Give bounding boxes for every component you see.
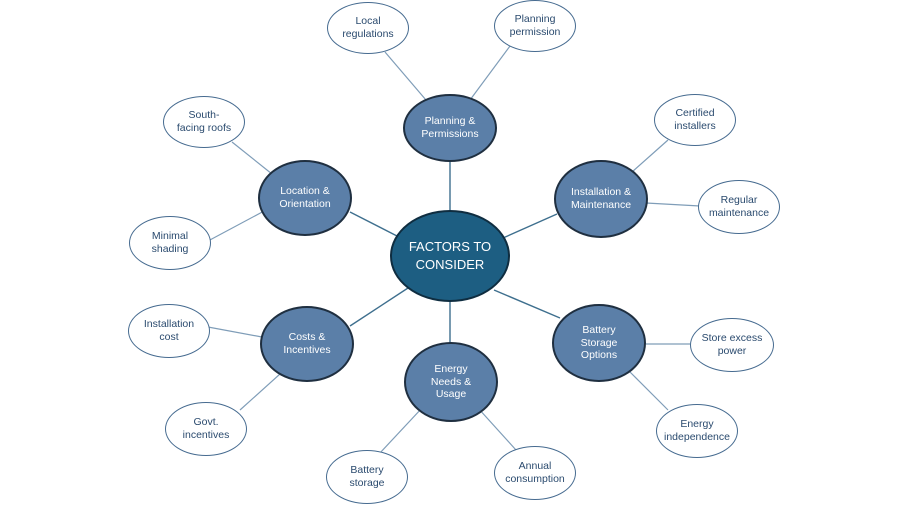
- leaf-label: South- facing roofs: [176, 109, 232, 134]
- connector-battery-independence: [629, 371, 669, 411]
- leaf-label: Energy independence: [664, 418, 730, 443]
- category-label: Planning & Permissions: [421, 115, 479, 140]
- leaf-battery-storage: Battery storage: [326, 450, 408, 504]
- connector-center-costs: [349, 287, 409, 327]
- leaf-label: Store excess power: [701, 332, 763, 357]
- category-label: Battery Storage Options: [580, 323, 618, 362]
- connector-energy-annual: [477, 407, 517, 451]
- leaf-certified-installers: Certified installers: [654, 94, 736, 146]
- leaf-label: Annual consumption: [505, 460, 565, 485]
- leaf-govt-incentives: Govt. incentives: [165, 402, 247, 456]
- leaf-label: Battery storage: [349, 464, 385, 489]
- connector-installation-maintenance: [645, 202, 701, 207]
- leaf-energy-independence: Energy independence: [656, 404, 738, 458]
- category-costs-incentives: Costs & Incentives: [260, 306, 354, 382]
- connector-location-shading: [207, 209, 267, 242]
- leaf-local-regulations: Local regulations: [327, 2, 409, 54]
- center-node: FACTORS TO CONSIDER: [390, 210, 510, 302]
- connector-center-installation: [502, 213, 558, 239]
- category-planning-permissions: Planning & Permissions: [403, 94, 497, 162]
- category-label: Costs & Incentives: [283, 331, 331, 356]
- leaf-label: Minimal shading: [151, 230, 189, 255]
- category-battery-storage-options: Battery Storage Options: [552, 304, 646, 382]
- connector-costs-govt: [239, 373, 281, 411]
- leaf-label: Govt. incentives: [182, 416, 230, 441]
- connector-planning-local-regulations: [384, 51, 427, 101]
- leaf-label: Installation cost: [143, 318, 195, 343]
- leaf-installation-cost: Installation cost: [128, 304, 210, 358]
- leaf-store-excess-power: Store excess power: [690, 318, 774, 372]
- leaf-label: Planning permission: [509, 13, 561, 38]
- leaf-label: Certified installers: [674, 107, 716, 132]
- leaf-label: Regular maintenance: [708, 194, 770, 219]
- category-location-orientation: Location & Orientation: [258, 160, 352, 236]
- leaf-annual-consumption: Annual consumption: [494, 446, 576, 500]
- connector-center-battery: [493, 289, 561, 319]
- category-energy-needs-usage: Energy Needs & Usage: [404, 342, 498, 422]
- connector-location-south-facing: [231, 141, 273, 175]
- category-label: Energy Needs & Usage: [430, 362, 472, 401]
- category-label: Installation & Maintenance: [570, 186, 632, 211]
- connector-planning-permission: [469, 45, 511, 101]
- leaf-minimal-shading: Minimal shading: [129, 216, 211, 270]
- center-label: FACTORS TO CONSIDER: [408, 239, 492, 272]
- leaf-planning-permission: Planning permission: [494, 0, 576, 52]
- connector-installation-certified: [631, 139, 669, 173]
- connector-costs-installation-cost: [207, 326, 263, 338]
- connector-center-location: [349, 211, 398, 237]
- leaf-south-facing-roofs: South- facing roofs: [163, 96, 245, 148]
- category-installation-maintenance: Installation & Maintenance: [554, 160, 648, 238]
- leaf-regular-maintenance: Regular maintenance: [698, 180, 780, 234]
- connector-energy-battery-storage: [379, 407, 423, 454]
- leaf-label: Local regulations: [342, 15, 394, 40]
- category-label: Location & Orientation: [279, 185, 331, 210]
